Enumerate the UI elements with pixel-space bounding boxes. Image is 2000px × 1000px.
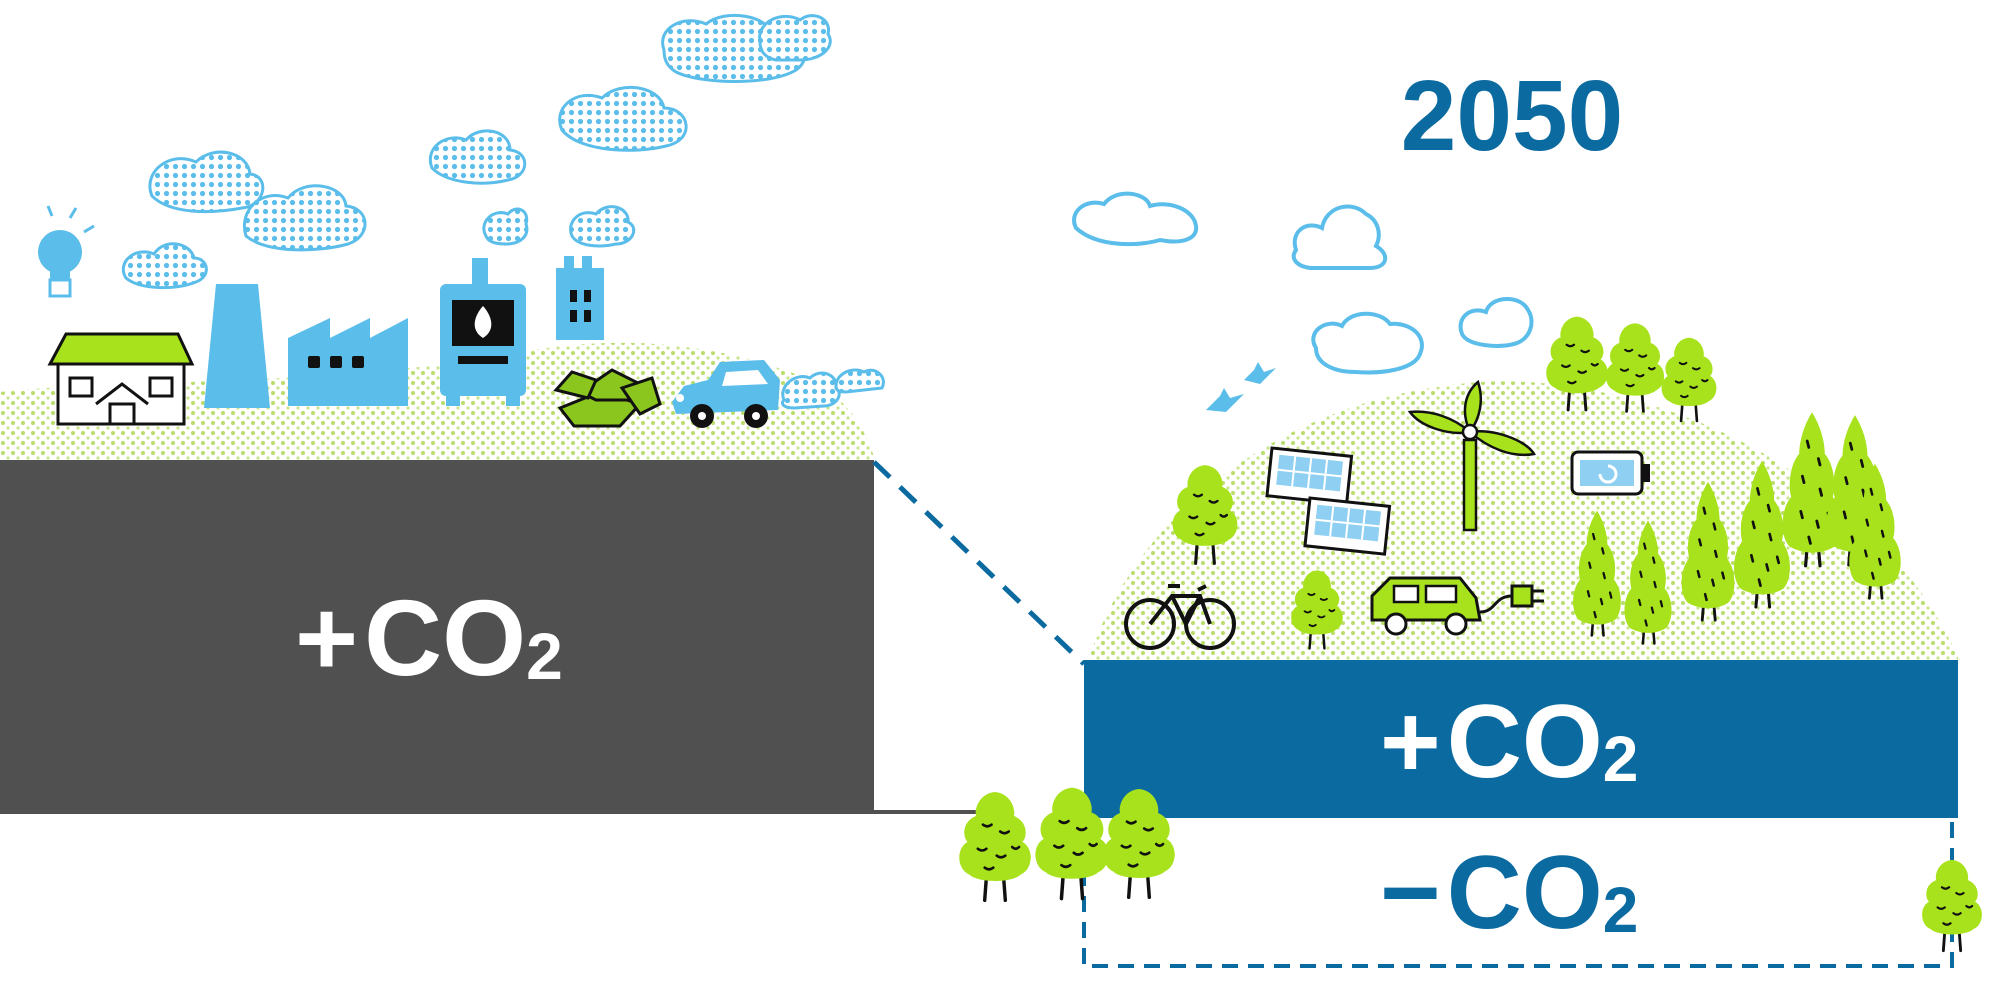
factory-icon (288, 318, 408, 406)
future-plus-sign: + (1380, 684, 1441, 800)
current-emission-label: +CO2 (295, 577, 563, 698)
current-subscript: 2 (526, 619, 563, 693)
right-scene: 2050 (959, 60, 1982, 966)
absorption-label: −CO2 (1380, 835, 1638, 951)
reduction-dashed-line (874, 462, 1084, 664)
year-title: 2050 (1401, 60, 1623, 172)
current-plus-sign: + (295, 577, 358, 698)
current-co-label: CO (364, 577, 526, 698)
absorption-subscript: 2 (1603, 874, 1639, 946)
tower-building-icon (556, 256, 604, 340)
cloud-outline-icon (1074, 194, 1531, 373)
stove-icon (440, 258, 526, 406)
future-emission-label: +CO2 (1380, 684, 1638, 800)
future-subscript: 2 (1603, 723, 1639, 795)
absorption-co-label: CO (1447, 835, 1603, 951)
cloud-icon (123, 15, 830, 287)
bird-icon (1206, 362, 1276, 412)
left-scene: +CO2 (0, 15, 883, 814)
chimney-icon (204, 284, 270, 408)
house-icon (50, 334, 192, 424)
future-co-label: CO (1447, 684, 1603, 800)
battery-icon (1572, 452, 1650, 494)
minus-sign: − (1380, 835, 1441, 951)
lightbulb-icon (38, 206, 94, 296)
